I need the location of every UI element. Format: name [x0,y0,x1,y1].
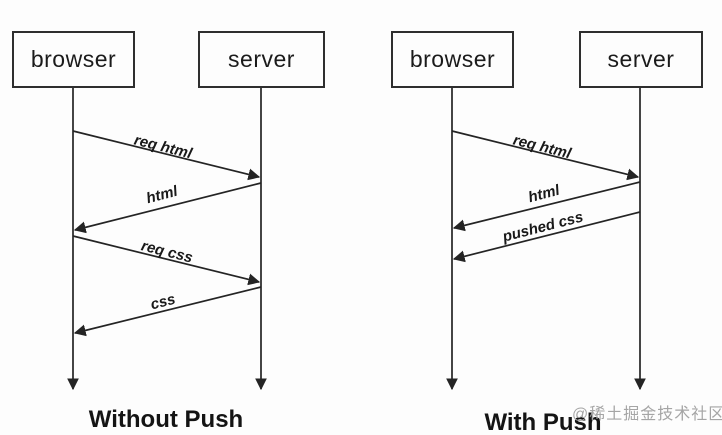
diagram-title-without-push: Without Push [88,406,244,433]
message-arrow-req-html-left [72,130,261,181]
actor-box-browser-left: browser [12,31,135,88]
message-arrow-css-left [73,286,262,337]
watermark-text: @稀土掘金技术社区 [572,406,722,423]
actor-label-browser-left: browser [30,46,117,72]
actor-label-server-left: server [228,46,295,72]
actor-box-server-left: server [198,31,325,88]
actor-box-server-right: server [579,31,703,88]
message-arrow-req-html-right [451,130,640,181]
message-arrow-req-css-left [72,235,261,286]
actor-box-browser-right: browser [391,31,514,88]
message-arrow-html-left [73,182,262,234]
actor-label-server-right: server [607,46,675,72]
actor-label-browser-right: browser [409,46,496,72]
message-arrow-html-right [452,181,641,232]
message-arrow-pushed-css-right [452,211,641,263]
diagram-title-with-push: With Push [484,409,602,435]
